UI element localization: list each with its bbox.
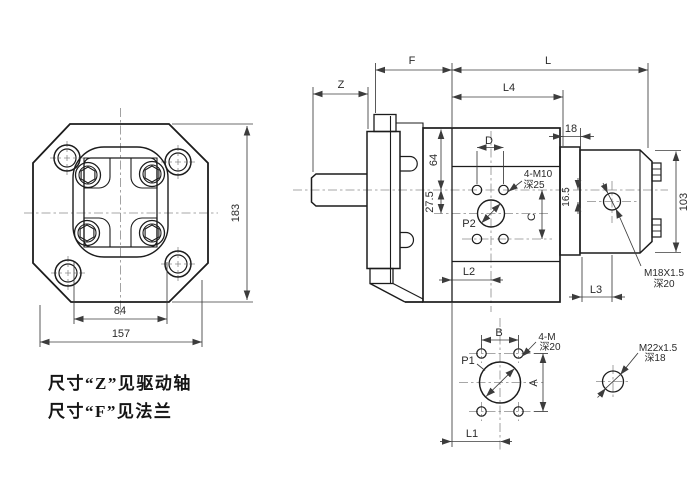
dim-183-label: 183 — [230, 204, 242, 222]
rear-port-depth-label: 深20 — [653, 278, 675, 290]
note-line-1: 尺寸“Z”见驱动轴 — [48, 373, 192, 393]
dim-l3-label: L3 — [590, 284, 602, 296]
side-view: Z F L L4 18 64 27.5 D 4-M10 深25 P2 C 16.… — [293, 55, 690, 447]
bottom-mount-thread-label: 4-M — [538, 332, 555, 343]
dim-l4-label: L4 — [503, 82, 515, 94]
notes: 尺寸“Z”见驱动轴 尺寸“F”见法兰 — [48, 373, 192, 421]
drain-thread-label: M22x1.5 — [639, 343, 678, 354]
dim-84-label: 84 — [114, 305, 126, 317]
dim-f-label: F — [409, 55, 416, 67]
bottom-view-dimension-lines — [440, 335, 639, 445]
drain-depth-label: 深18 — [644, 352, 666, 364]
port-p2-label: P2 — [462, 218, 475, 230]
dim-64-label: 64 — [428, 154, 440, 166]
dim-27-5-label: 27.5 — [424, 191, 436, 212]
mount-thread-label: 4-M10 — [524, 169, 553, 180]
dim-157-label: 157 — [112, 328, 130, 340]
dim-d-label: D — [485, 135, 493, 147]
front-view: 183 84 157 — [24, 108, 253, 347]
pump-body — [422, 127, 561, 303]
dim-l2-label: L2 — [463, 266, 475, 278]
p2-port-circle — [476, 199, 506, 228]
dim-l-label: L — [545, 55, 551, 67]
hex-bolts — [73, 160, 166, 247]
bottom-mount-thread-depth-label: 深20 — [539, 341, 561, 353]
front-view-centerlines — [24, 108, 218, 318]
side-view-dimension-lines — [312, 63, 681, 447]
p1-port-circle — [478, 361, 522, 404]
bottom-port-view: B 4-M 深20 P1 A L1 M22x1.5 深18 — [440, 318, 678, 452]
pump-body-face — [72, 146, 169, 258]
dim-16-5-label: 16.5 — [561, 187, 572, 207]
drive-shaft — [310, 173, 367, 207]
m22-drain-port-circle — [601, 370, 625, 393]
dim-z-label: Z — [338, 79, 345, 91]
port-p1-label: P1 — [461, 355, 474, 367]
m18-port-circle — [602, 192, 622, 211]
mounting-thread-holes — [471, 184, 509, 245]
mounting-flange — [366, 113, 424, 303]
rear-port-thread-label: M18X1.5 — [644, 268, 684, 279]
mount-thread-depth-label: 深25 — [523, 179, 545, 191]
dim-103-label: 103 — [678, 193, 690, 211]
dim-b-label: B — [495, 327, 502, 339]
rear-cover — [559, 146, 662, 256]
dim-18-label: 18 — [565, 123, 577, 135]
flange-outline — [32, 123, 209, 303]
front-view-dimension-lines — [39, 123, 253, 347]
corner-bolt-holes — [50, 141, 195, 290]
dim-l1-label: L1 — [466, 428, 478, 440]
dim-a-label: A — [528, 379, 540, 387]
dim-c-label: C — [526, 213, 538, 221]
note-line-2: 尺寸“F”见法兰 — [48, 401, 172, 421]
